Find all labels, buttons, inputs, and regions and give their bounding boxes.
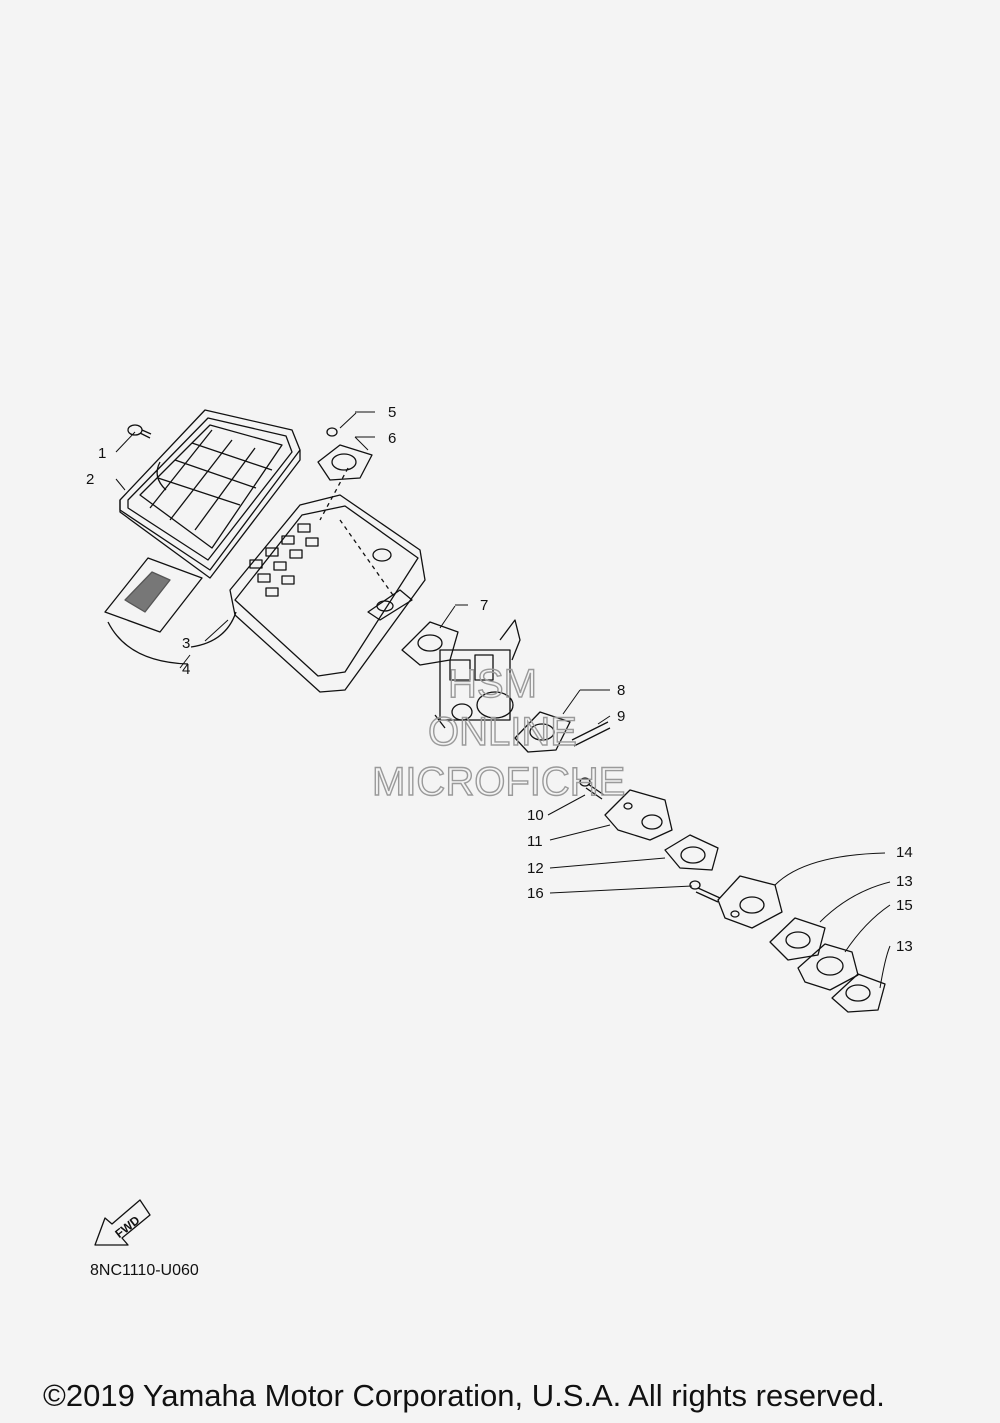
callout-3: 3 — [182, 635, 190, 652]
air-cleaner-cover-part-2 — [119, 409, 301, 579]
fwd-label: FWD — [112, 1213, 142, 1241]
callout-13-a: 13 — [896, 873, 913, 890]
leader-lines — [115, 411, 891, 989]
gasket-part-13-upper — [769, 917, 826, 961]
callout-5: 5 — [388, 404, 396, 421]
spacer-part-15 — [797, 943, 859, 991]
gasket-part-13-lower — [831, 973, 886, 1013]
callout-16: 16 — [527, 885, 544, 902]
gasket-part-7 — [401, 621, 459, 666]
callout-9: 9 — [617, 708, 625, 725]
joint-part-14 — [717, 875, 783, 929]
screw-part-1 — [127, 424, 152, 439]
callout-13-b: 13 — [896, 938, 913, 955]
gasket-part-6 — [317, 444, 373, 521]
diagram-code: 8NC1110-U060 — [90, 1262, 199, 1279]
callout-14: 14 — [896, 844, 913, 861]
callout-2: 2 — [86, 471, 94, 488]
stud-part-9 — [571, 721, 611, 747]
gasket-part-12 — [664, 834, 719, 871]
callout-10: 10 — [527, 807, 544, 824]
carburetor — [434, 619, 521, 729]
air-filter-element-part-4 — [104, 557, 203, 665]
watermark-line-1: HSM — [448, 662, 537, 706]
callout-4: 4 — [182, 661, 190, 678]
insulator-part-11 — [604, 789, 673, 841]
copyright-notice: ©2019 Yamaha Motor Corporation, U.S.A. A… — [43, 1378, 885, 1413]
callout-1: 1 — [98, 445, 106, 462]
bolt-part-10 — [579, 777, 605, 800]
bolt-part-16 — [689, 880, 721, 903]
gasket-part-8 — [514, 711, 571, 753]
watermark-line-3: MICROFICHE — [372, 760, 625, 804]
callout-12: 12 — [527, 860, 544, 877]
watermark: HSM ONLINE MICROFICHE — [371, 661, 626, 804]
forward-arrow-icon — [94, 1199, 151, 1246]
callout-7: 7 — [480, 597, 488, 614]
air-cleaner-case-part-3 — [190, 494, 426, 693]
callout-8: 8 — [617, 682, 625, 699]
nut-part-5 — [326, 427, 338, 437]
callout-11: 11 — [527, 833, 543, 850]
watermark-line-2: ONLINE — [428, 710, 577, 754]
callout-15: 15 — [896, 897, 913, 914]
callout-labels: 1 2 3 4 5 6 7 8 9 10 11 12 13 14 15 16 1… — [86, 404, 913, 955]
callout-6: 6 — [388, 430, 396, 447]
